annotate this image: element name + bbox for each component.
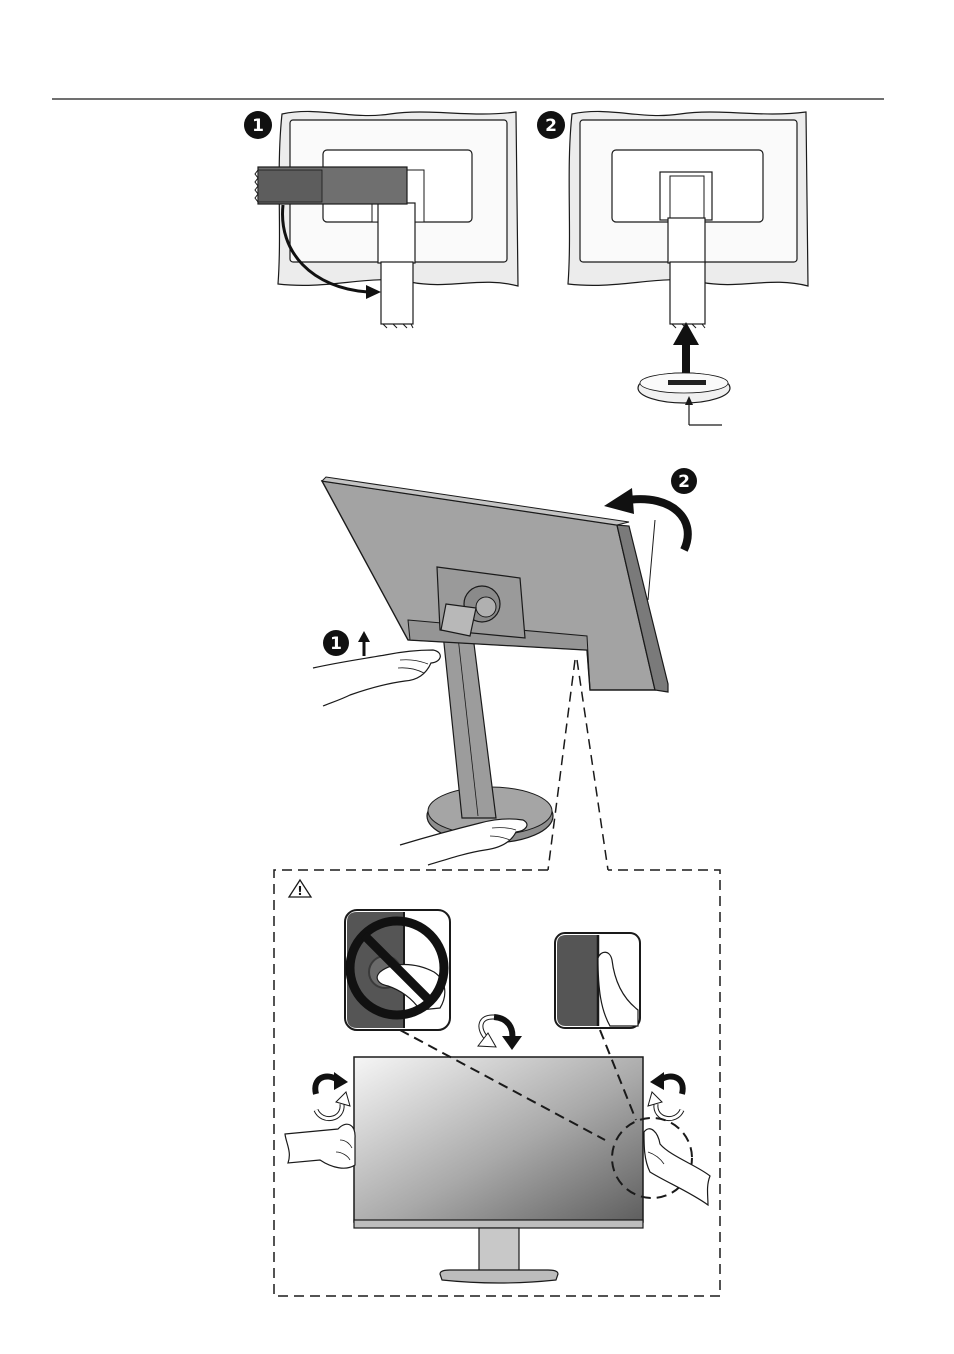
- insert-arrow-icon: [673, 322, 699, 345]
- stand-base-slot: [668, 380, 706, 385]
- stand-neck: [442, 624, 496, 818]
- rotate-screen-arrow-icon: [648, 1072, 683, 1119]
- rotate-arrow-top-head: [502, 1036, 522, 1050]
- rotate-screen-arrow-icon: [315, 1072, 350, 1119]
- warning-symbol: !: [297, 884, 302, 898]
- stand-hinge: [441, 604, 476, 636]
- correct-grip-dark-side: [557, 935, 597, 1026]
- rotate-arrow-right-head: [650, 1072, 664, 1090]
- tilt-step-number-1: 1: [330, 634, 342, 654]
- front-monitor-bezel: [354, 1220, 643, 1228]
- lift-arrow-icon: [358, 631, 370, 642]
- stand-neck-feet: [383, 324, 413, 328]
- tilt-step-number-2: 2: [678, 472, 690, 492]
- rotate-arrowhead: [604, 488, 634, 514]
- step-2-illustration: 2: [537, 111, 808, 425]
- caution-box: !: [274, 870, 720, 1296]
- rotate-arrow-left-head: [334, 1072, 348, 1090]
- hand-lifting-monitor: [313, 650, 440, 706]
- rotate-arrow-top-tail: [478, 1033, 496, 1047]
- zoom-callout-line-right: [577, 660, 608, 870]
- stand-neck-upper: [668, 218, 705, 263]
- incorrect-grip-icon: [345, 910, 450, 1030]
- step-number-1: 1: [252, 116, 264, 136]
- rotate-screen-arrow-icon: [478, 1017, 522, 1050]
- stand-hinge-inner: [670, 176, 704, 218]
- step-number-2: 2: [545, 116, 557, 136]
- stand-neck-upper: [378, 203, 415, 263]
- right-hand-holding-monitor: [644, 1129, 710, 1205]
- stand-cover-end: [258, 170, 322, 202]
- front-stand-base: [440, 1270, 558, 1283]
- front-monitor-screen: [354, 1057, 643, 1222]
- tilt-illustration: 1 2: [313, 468, 697, 870]
- front-stand-neck: [479, 1228, 519, 1273]
- rotate-arrow-right-tail: [648, 1092, 662, 1106]
- stand-neck-lower: [381, 262, 413, 324]
- cover-slide-arrowhead: [366, 285, 381, 299]
- left-hand-holding-monitor: [285, 1124, 355, 1168]
- correct-grip-icon: [555, 933, 640, 1028]
- tilt-reference-line: [648, 520, 655, 600]
- zoom-callout-line-left: [548, 660, 575, 870]
- rotate-arrow-left-tail: [336, 1092, 350, 1106]
- stand-neck-lower: [670, 262, 705, 324]
- rear-mount-hub-inner: [476, 597, 496, 617]
- rotate-arrow-icon: [628, 499, 688, 550]
- step-1-illustration: 1: [244, 111, 518, 328]
